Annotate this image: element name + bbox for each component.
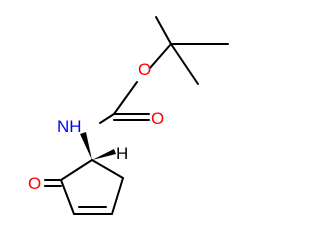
stereo-wedge-bond-to-hydrogen: [92, 149, 116, 160]
bond-ether-oxygen-to-carbonyl-carbon: [113, 81, 138, 115]
bond-ch2-to-alkene-carbon: [111, 177, 124, 215]
bond-quaternary-carbon-to-methyl-top-left: [155, 16, 172, 45]
amine-nh-label: NH: [57, 117, 82, 136]
bond-ketone-carbon-to-stereocenter: [60, 159, 93, 181]
carbonyl-oxygen-label: O: [151, 109, 164, 128]
ketone-oxygen-label: O: [28, 174, 41, 193]
stereo-wedge-bond-to-nitrogen: [80, 132, 92, 160]
bond-alkene-carbon-to-ketone-carbon: [60, 179, 75, 215]
molecule-drawing: O O NH O H: [28, 16, 229, 215]
bond-quaternary-carbon-to-ether-oxygen: [149, 43, 172, 69]
bond-stereocenter-to-ch2: [91, 159, 124, 179]
bond-quaternary-carbon-to-methyl-bottom: [170, 43, 199, 85]
bond-carbonyl-carbon-to-nitrogen: [99, 113, 115, 124]
structure-canvas: O O NH O H: [28, 16, 229, 215]
ether-oxygen-label: O: [138, 60, 151, 79]
stereo-hydrogen-label: H: [116, 144, 128, 163]
